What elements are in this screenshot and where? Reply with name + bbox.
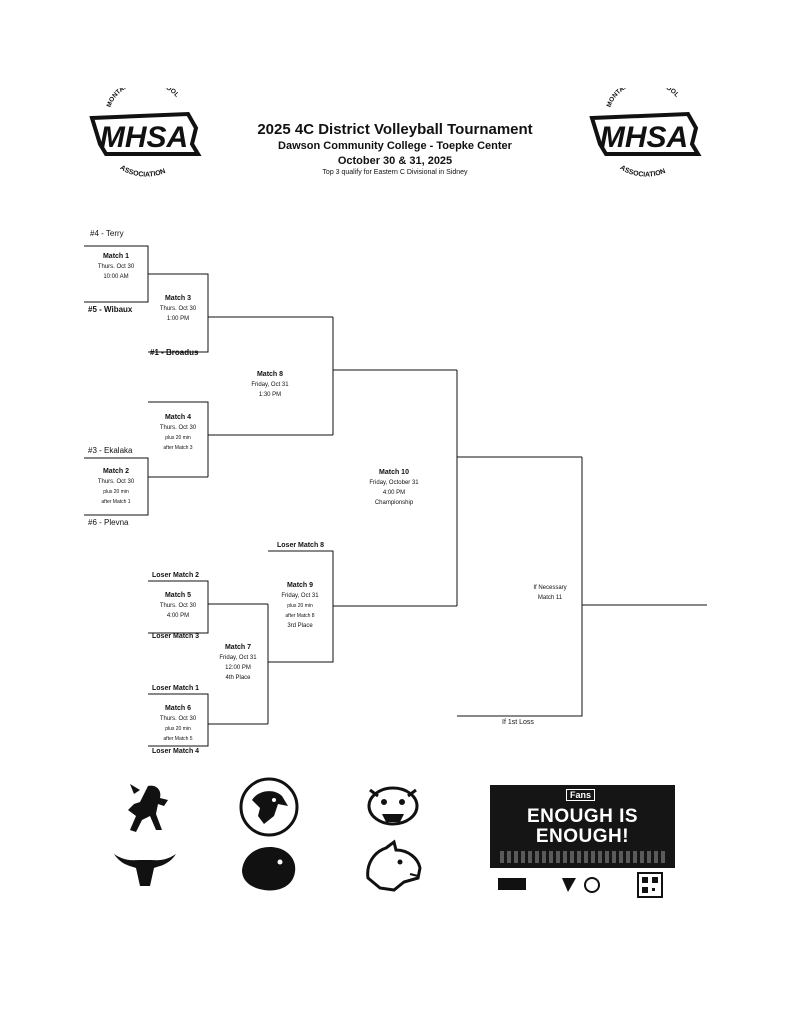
match-2-time1: plus 20 min [103,489,129,495]
dog-icon [366,839,422,892]
match-4-time1: plus 20 min [165,435,191,441]
match3-line [148,273,209,353]
team-plevna: #6 - Plevna [88,518,129,527]
team-broadus: #1 - Broadus [150,348,199,357]
match-1-day: Thurs. Oct 30 [97,264,135,270]
match-9-info: Match 9 Friday, Oct 31 plus 20 min after… [240,581,360,631]
match-8-day: Friday, Oct 31 [251,382,289,388]
match-10-info: Match 10 Friday, October 31 4:00 PM Cham… [334,468,454,508]
match-11-line2: Match 11 [537,595,563,601]
match-1-time: 10:00 AM [103,274,129,280]
match11-line [457,457,583,717]
match-11-line1: If Necessary [533,585,567,591]
match-6-title: Match 6 [164,705,192,712]
match-5-title: Match 5 [164,592,192,599]
match-9-title: Match 9 [286,582,314,589]
match-10-note: Championship [374,500,414,506]
sponsor-logo-2 [562,878,576,892]
match-4-info: Match 4 Thurs. Oct 30 plus 20 min after … [118,413,238,453]
match-9-time1: plus 20 min [287,603,313,609]
sponsor-logos [498,872,663,898]
match-2-time2: after Match 1 [101,499,131,505]
mustang-icon [128,784,168,832]
sponsor-logo-3 [584,877,600,893]
match-8-info: Match 8 Friday, Oct 31 1:30 PM [210,370,330,400]
sponsor-logo-1 [498,878,526,890]
match-11-info: If Necessary Match 11 [490,583,610,603]
ad-headline-line2: ENOUGH! [535,826,630,847]
match-9-time2: after Match 8 [285,613,315,619]
tournament-dates: October 30 & 31, 2025 [337,155,453,167]
match-10-title: Match 10 [379,469,409,476]
match-3-info: Match 3 Thurs. Oct 30 1:00 PM [118,294,238,324]
match-3-time: 1:00 PM [166,316,190,322]
loser-match-3-label: Loser Match 3 [152,633,200,640]
match6-line [148,693,209,747]
match-5-time: 4:00 PM [166,613,190,619]
match-7-time: 12:00 PM [225,665,251,671]
match-5-info: Match 5 Thurs. Oct 30 4:00 PM [118,591,238,621]
match-9-day: Friday, Oct 31 [281,593,319,599]
loser-match-4-label: Loser Match 4 [152,748,200,755]
match-8-time: 1:30 PM [258,392,282,398]
match-3-title: Match 3 [164,295,192,302]
qualify-note: Top 3 qualify for Eastern C Divisional i… [322,169,468,176]
match-6-day: Thurs. Oct 30 [159,716,197,722]
longhorn-icon [114,854,176,886]
mhsa-logo-left: MHSA MONTANA HIGH SCHOOL ASSOCIATION [89,88,202,179]
team-wibaux: #5 - Wibaux [88,305,133,314]
match-2-day: Thurs. Oct 30 [97,479,135,485]
ad-headline-line1: ENOUGH IS [526,806,639,827]
team-terry: #4 - Terry [90,229,124,238]
loser-match-2-label: Loser Match 2 [152,572,200,579]
match-3-day: Thurs. Oct 30 [159,306,197,312]
match-7-day: Friday, Oct 31 [219,655,257,661]
match-8-title: Match 8 [256,371,284,378]
qr-code-icon [637,872,663,898]
hawk-icon [239,777,299,837]
tournament-header: 2025 4C District Volleyball Tournament D… [200,120,590,178]
loser-match-8-label: Loser Match 8 [277,542,325,549]
match-2-title: Match 2 [102,468,130,475]
match-5-day: Thurs. Oct 30 [159,603,197,609]
match-9-note: 3rd Place [287,623,313,629]
panther-icon [242,846,296,891]
ad-fine-print [500,851,665,863]
match-4-day: Thurs. Oct 30 [159,425,197,431]
match-7-info: Match 7 Friday, Oct 31 12:00 PM 4th Plac… [178,643,298,683]
match5-line [148,580,209,634]
fans-brand: Fans [566,789,596,801]
page-title: 2025 4C District Volleyball Tournament [257,121,533,138]
match-7-title: Match 7 [224,644,252,651]
match-10-time: 4:00 PM [382,490,406,496]
match-6-time2: after Match 5 [163,736,193,742]
match4-line [148,401,209,477]
match-2-info: Match 2 Thurs. Oct 30 plus 20 min after … [56,467,176,507]
match2-line [84,457,149,516]
match-6-info: Match 6 Thurs. Oct 30 plus 20 min after … [118,704,238,744]
team-ekalaka: #3 - Ekalaka [88,446,133,455]
match-1-title: Match 1 [102,253,130,260]
match-1-info: Match 1 Thurs. Oct 30 10:00 AM [56,252,176,282]
venue-subtitle: Dawson Community College - Toepke Center [278,140,512,152]
bulldog-icon [367,786,419,826]
fans-ad-banner: Fans ENOUGH IS ENOUGH! [490,785,675,868]
match-6-time1: plus 20 min [165,726,191,732]
mhsa-logo-left-text: MHSA [100,121,188,154]
mhsa-logo-right-text: MHSA [600,121,688,154]
if-first-loss-label: If 1st Loss [502,719,534,726]
loser-match-1-label: Loser Match 1 [152,685,200,692]
match-10-day: Friday, October 31 [369,480,419,486]
match-4-time2: after Match 3 [163,445,193,451]
match-4-title: Match 4 [164,414,192,421]
match-7-note: 4th Place [225,675,251,681]
mhsa-logo-right: MHSA MONTANA HIGH SCHOOL ASSOCIATION [589,88,702,179]
